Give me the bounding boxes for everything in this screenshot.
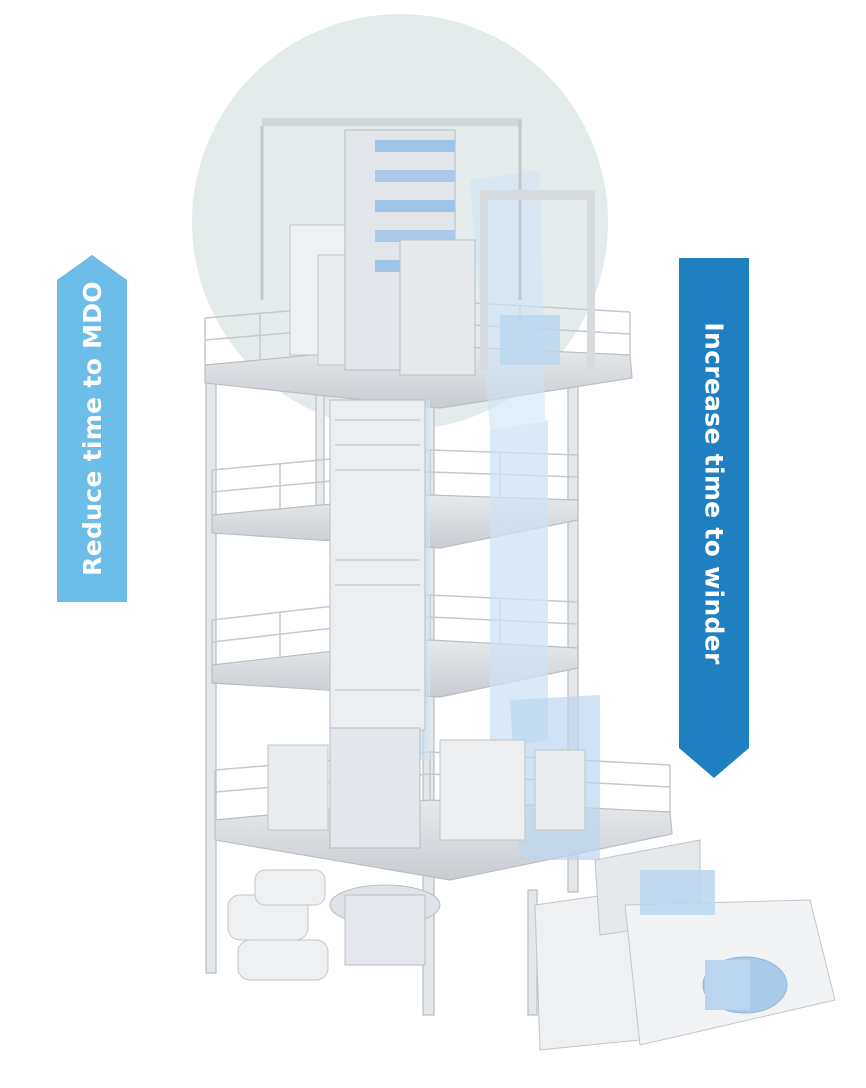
winder-unit [534, 839, 836, 1051]
up-arrow-banner [57, 255, 127, 602]
increase-time-label: Increase time to winder [679, 258, 749, 778]
extruder-section [227, 727, 586, 981]
increase-time-text: Increase time to winder [699, 321, 729, 665]
collapsing-frame [329, 399, 426, 731]
down-arrow-banner [679, 258, 749, 778]
mdo-unit [260, 118, 595, 376]
reduce-time-text: Reduce time to MDO [77, 281, 107, 576]
reduce-time-label: Reduce time to MDO [57, 255, 127, 602]
